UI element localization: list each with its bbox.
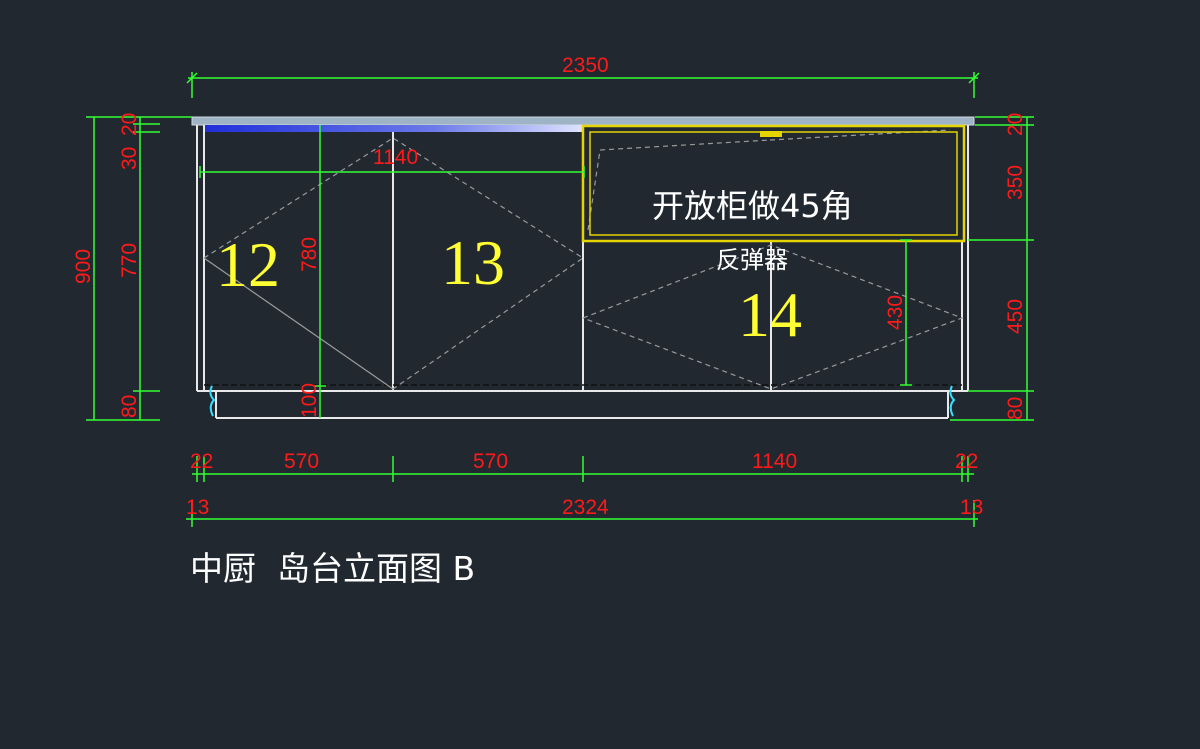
dim-bottom-13-right: 13	[960, 496, 983, 519]
dim-2350: 2350	[562, 54, 609, 77]
dim-left-30: 30	[118, 147, 141, 170]
dim-bottom-22-right: 22	[955, 450, 978, 473]
cabinet-label-13: 13	[441, 227, 505, 298]
rebounder-note: 反弹器	[716, 246, 788, 274]
dim-door-height: 780	[298, 125, 326, 387]
dim-toe-kick: 100	[298, 383, 321, 418]
dim-bottom-2324: 2324	[562, 496, 609, 519]
dim-right-350: 350	[1004, 165, 1027, 200]
drawing-title: 中厨 岛台立面图 B	[190, 549, 475, 588]
dim-bottom-row1: 22 570 570 1140 22	[190, 450, 978, 482]
right-foot-icon	[949, 385, 956, 417]
dim-left-900: 900	[72, 249, 95, 284]
dim-right-80: 80	[1004, 397, 1027, 420]
dim-bottom-13-left: 13	[186, 496, 209, 519]
dim-780: 780	[298, 237, 321, 272]
dim-left-20: 20	[118, 113, 141, 136]
dim-right-450: 450	[1004, 299, 1027, 334]
open-cabinet-note: 开放柜做45角	[652, 187, 853, 225]
countertop-strip	[203, 125, 583, 132]
dim-bottom-570-b: 570	[473, 450, 508, 473]
dim-bottom-row2: 13 2324 13	[186, 496, 983, 527]
dim-430: 430	[884, 295, 907, 330]
dim-bottom-570-a: 570	[284, 450, 319, 473]
dim-left-chain: 900 20 30 770 80	[72, 113, 192, 421]
door-swing-lines	[203, 129, 964, 390]
dim-right-20: 20	[1004, 113, 1027, 136]
left-foot-icon	[209, 385, 216, 417]
dim-1140-top: 1140	[373, 146, 418, 169]
plinth	[215, 391, 949, 419]
dim-overall-width: 2350	[186, 54, 980, 98]
dim-left-770: 770	[118, 243, 141, 278]
open-cabinet-frame	[581, 124, 966, 243]
cabinet-label-14: 14	[738, 279, 802, 350]
dim-bottom-22-left: 22	[190, 450, 213, 473]
dim-top-span: 1140	[199, 146, 585, 178]
dim-bottom-1140: 1140	[752, 450, 797, 473]
dim-100: 100	[298, 383, 321, 418]
dim-right-chain: 20 350 450 80	[950, 113, 1034, 421]
dim-right-open: 430	[884, 239, 912, 386]
cabinet-label-12: 12	[216, 229, 280, 300]
countertop	[191, 116, 975, 126]
dim-left-80: 80	[118, 395, 141, 418]
